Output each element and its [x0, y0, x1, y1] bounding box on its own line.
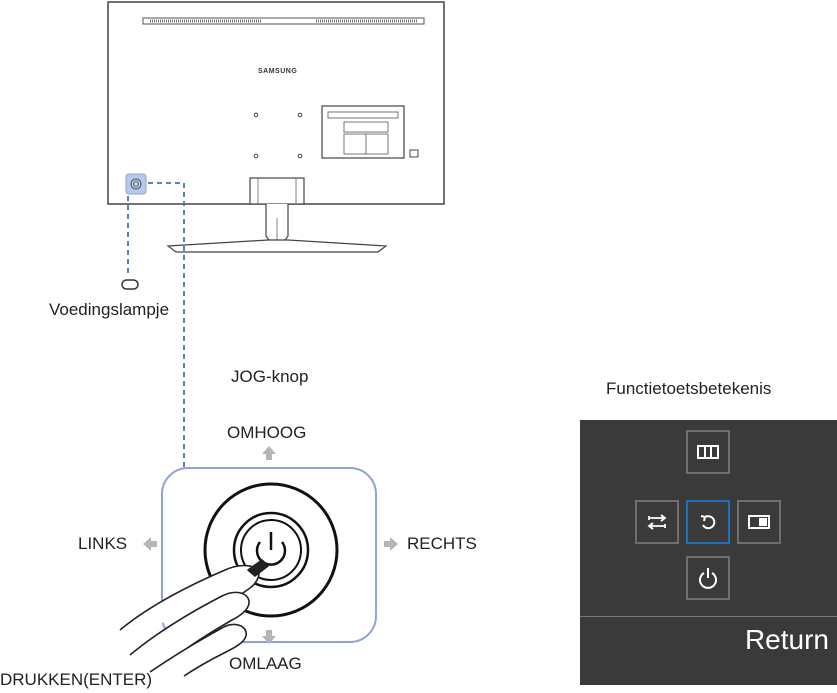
- direction-arrows: [143, 446, 398, 644]
- monitor-back: [107, 1, 445, 253]
- function-key-guide-panel: Return: [580, 420, 837, 685]
- menu-key-right[interactable]: [737, 500, 781, 544]
- jog-button-label: JOG-knop: [231, 367, 309, 386]
- left-label: LINKS: [78, 534, 128, 553]
- menu-key-center[interactable]: [686, 500, 730, 544]
- power-icon: [699, 568, 717, 589]
- up-label: OMHOOG: [227, 423, 307, 442]
- menu-key-up[interactable]: [686, 430, 730, 474]
- down-arrow-icon: [262, 630, 276, 644]
- right-label: RECHTS: [407, 534, 477, 553]
- pip-icon: [748, 515, 770, 529]
- menu-key-left[interactable]: [635, 500, 679, 544]
- hand-illustration: [119, 559, 269, 677]
- return-label: Return: [744, 624, 829, 655]
- leader-lines: [127, 182, 185, 468]
- menu-divider: [580, 616, 837, 617]
- function-key-guide-label: Functietoetsbetekenis: [606, 379, 772, 398]
- menu-key-down[interactable]: [686, 556, 730, 600]
- power-symbol-icon: [255, 541, 287, 566]
- up-arrow-icon: [262, 446, 276, 460]
- source-switch-icon: [647, 514, 667, 530]
- return-icon: [700, 515, 716, 530]
- left-arrow-icon: [143, 537, 157, 551]
- power-lamp-icon: [121, 279, 139, 290]
- press-label: DRUKKEN(ENTER): [0, 670, 153, 689]
- down-label: OMLAAG: [229, 654, 302, 673]
- brand-logo: SAMSUNG: [258, 68, 298, 75]
- right-arrow-icon: [384, 537, 398, 551]
- picture-mode-icon: [697, 445, 719, 459]
- power-lamp-label: Voedingslampje: [49, 300, 170, 319]
